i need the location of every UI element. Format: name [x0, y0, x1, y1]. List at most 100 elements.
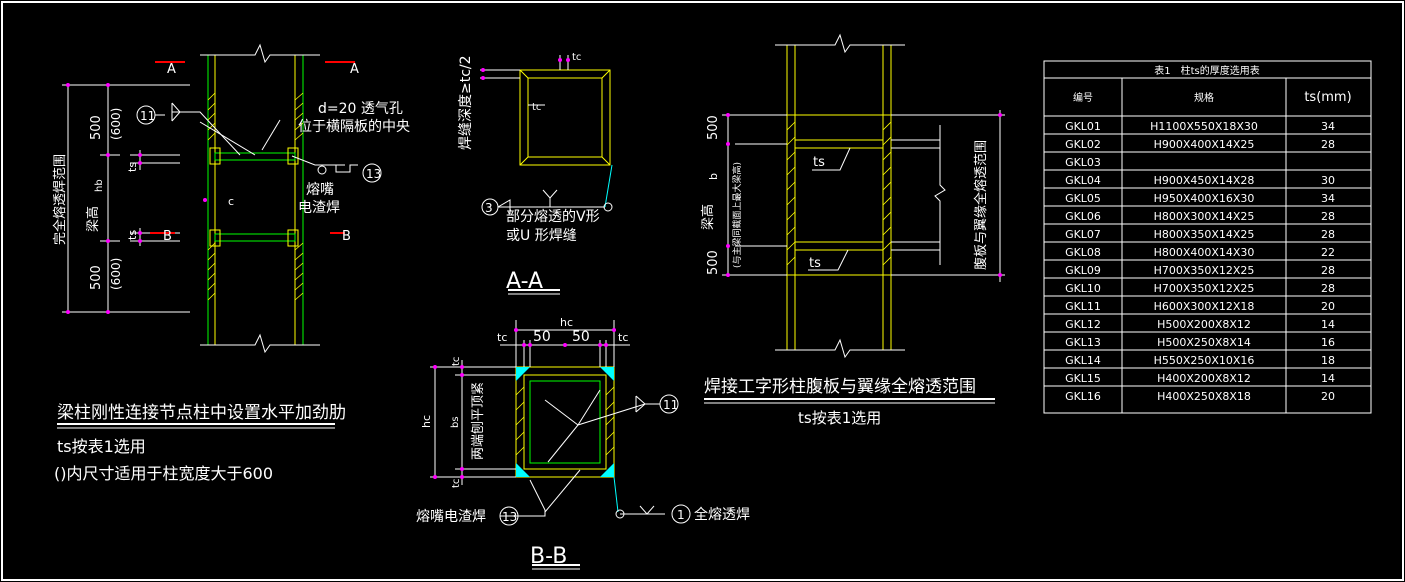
- bb-tc-left: tc: [497, 331, 507, 344]
- table-cell: H500X200X8X12: [1157, 318, 1251, 331]
- bb-hc-top: hc: [560, 316, 573, 329]
- table-cell: 16: [1321, 336, 1335, 349]
- bb-leader: [500, 479, 546, 517]
- bb-hatch: [515, 386, 615, 456]
- table-cell: 28: [1321, 228, 1335, 241]
- aa-dim-ticks: [481, 58, 570, 80]
- table-cell: H400X250X8X18: [1157, 390, 1251, 403]
- table-cell: GKL04: [1065, 174, 1101, 187]
- table-header-ts: ts(mm): [1304, 90, 1351, 105]
- bb-weld-symbol: [615, 509, 625, 519]
- bb-weld-number-11: 11: [663, 398, 678, 412]
- table-cell: H500X250X8X14: [1157, 336, 1251, 349]
- bb-stiffener: [529, 380, 601, 464]
- left-detail-text: A A B B 500 (600) 500 (600) hb ts ts c 完…: [52, 62, 410, 483]
- right-full-pen-zone: [786, 114, 892, 276]
- bb-corner-welds: [516, 367, 614, 477]
- right-break: [934, 125, 946, 265]
- bb-electroslag-label: 熔嘴电渣焊: [416, 509, 486, 525]
- leader-line: [172, 111, 241, 156]
- weld-symbol: [171, 102, 181, 122]
- right-leader: [812, 147, 851, 171]
- bb-box-inner: [523, 374, 607, 470]
- table-cell: GKL12: [1065, 318, 1101, 331]
- thickness-table-grid: [1043, 60, 1372, 414]
- table-cell: GKL07: [1065, 228, 1101, 241]
- bb-weld-symbol: [639, 505, 655, 515]
- table-header-spec: 规格: [1194, 91, 1214, 104]
- aa-weld-symbol: [603, 202, 613, 212]
- table-header-id: 编号: [1073, 91, 1093, 104]
- table-cell: H550X250X10X16: [1154, 354, 1255, 367]
- bb-tc-vert-bottom: tc: [451, 479, 462, 488]
- dim-600-top: (600): [109, 108, 123, 140]
- table-cell: H950X400X16X30: [1154, 192, 1255, 205]
- aa-box-outer: [519, 69, 611, 166]
- section-mark-a-right: A: [350, 62, 359, 77]
- table-cell: GKL01: [1065, 120, 1101, 133]
- aa-box-inner: [527, 77, 603, 158]
- aa-corner-welds: [519, 69, 611, 166]
- leader-line: [261, 119, 281, 151]
- table-cell: 28: [1321, 264, 1335, 277]
- table-cell: GKL05: [1065, 192, 1101, 205]
- bb-leader-arrow: [613, 476, 619, 513]
- table-cell: GKL03: [1065, 156, 1101, 169]
- table-cell: 22: [1321, 246, 1335, 259]
- aa-weld-symbol: [497, 199, 511, 214]
- label-beam-height: 梁高: [85, 206, 101, 232]
- right-stiffener-bottom: [794, 241, 884, 251]
- aa-weld-symbol: [542, 189, 558, 199]
- table-cell: GKL14: [1065, 354, 1101, 367]
- table-cell: 28: [1321, 210, 1335, 223]
- right-dim-ticks: [726, 113, 1002, 277]
- table-cell: GKL09: [1065, 264, 1101, 277]
- right-ts-bottom: ts: [809, 256, 821, 271]
- right-beam-height-sub: (与主梁同截面上最大梁高): [731, 162, 743, 268]
- stiffener-bottom: [214, 233, 296, 242]
- table-cell: H700X350X12X25: [1154, 264, 1255, 277]
- bb-box-outer: [515, 366, 615, 478]
- break-line-bottom: [200, 333, 320, 354]
- dim-hb: hb: [94, 179, 105, 192]
- bb-weld-number-13: 13: [502, 510, 517, 524]
- bb-leader: [577, 403, 646, 426]
- bb-weld-circle: [499, 506, 519, 526]
- table-cell: 14: [1321, 372, 1335, 385]
- bb-weld-circle: [671, 504, 691, 524]
- table-cell: 28: [1321, 138, 1335, 151]
- aa-tc-top: tc: [572, 52, 581, 63]
- stiffener-top: [214, 152, 296, 161]
- table-cell: 34: [1321, 192, 1335, 205]
- section-bb-text: B-B hc 50 50 tc tc tc tc hc bs 两端刨平顶紧 11…: [416, 316, 750, 569]
- bb-title: B-B: [530, 544, 567, 569]
- stiffener-weld: [209, 147, 221, 165]
- dim-ts-bottom: ts: [126, 230, 139, 240]
- table-cell: H600X300X12X18: [1154, 300, 1255, 313]
- bb-leader: [547, 424, 579, 463]
- weld-symbol: [317, 165, 327, 175]
- aa-note-line1: 部分熔透的V形: [506, 209, 600, 225]
- left-detail: [57, 43, 382, 429]
- section-aa: [480, 55, 613, 295]
- table-cell: GKL15: [1065, 372, 1101, 385]
- dim-600-bottom: (600): [109, 258, 123, 290]
- section-aa-text: A-A 焊缝深度≥tc/2 tc tc 3 部分熔透的V形 或U 形焊缝: [458, 52, 600, 294]
- table-cell: GKL16: [1065, 390, 1101, 403]
- table-cell: H800X400X14X30: [1154, 246, 1255, 259]
- bb-leader: [577, 389, 601, 426]
- table-cell: GKL13: [1065, 336, 1101, 349]
- section-mark-b-left: B: [163, 229, 172, 244]
- stiffener-weld: [209, 229, 221, 247]
- dim-c: c: [228, 195, 234, 208]
- weld-callout-circle: [362, 163, 382, 183]
- table-cell: 20: [1321, 390, 1335, 403]
- right-hatch: [786, 121, 892, 266]
- electroslag-line2: 电渣焊: [298, 200, 340, 216]
- bb-leader: [544, 399, 579, 426]
- stiffener-weld: [287, 147, 299, 165]
- left-detail-note-paren: ()内尺寸适用于柱宽度大于600: [54, 464, 273, 483]
